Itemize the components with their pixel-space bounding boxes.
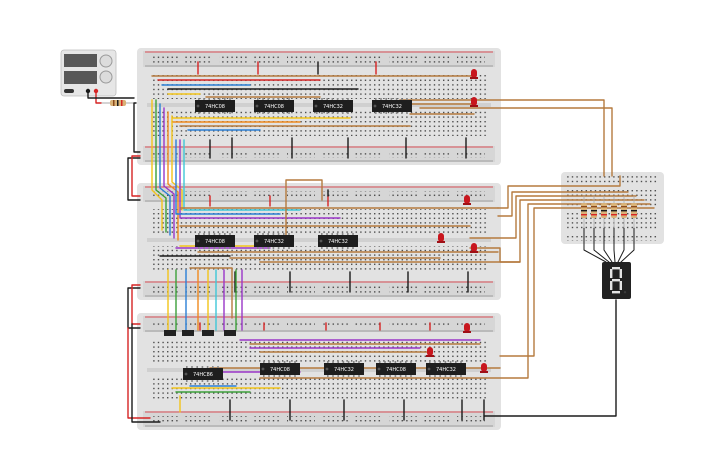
seven-segment-display[interactable] <box>602 262 631 299</box>
dip-switch-group[interactable] <box>164 330 236 336</box>
chip-label: 74HC32 <box>382 104 402 110</box>
current-display <box>64 71 97 84</box>
wire-bundle[interactable] <box>159 103 171 236</box>
wire-to-display[interactable] <box>497 191 629 217</box>
terminal-strip <box>151 111 487 136</box>
ic-chip-bottom[interactable]: 74HC32 <box>324 361 364 377</box>
wire-to-display[interactable] <box>485 203 651 379</box>
segment-g <box>612 279 620 282</box>
wire-bundle[interactable] <box>175 139 281 215</box>
switch[interactable] <box>182 330 194 336</box>
wire-bundle[interactable] <box>155 99 167 233</box>
wire-to-segment[interactable] <box>603 227 613 263</box>
chip-label: 74HC08 <box>205 104 225 110</box>
led[interactable] <box>480 363 488 373</box>
voltage-knob-icon[interactable] <box>99 54 113 68</box>
segment-f <box>610 269 613 278</box>
wire-to-segment[interactable] <box>620 227 635 263</box>
wire-rail-link[interactable] <box>127 157 141 201</box>
wire-rail-link[interactable] <box>127 327 151 419</box>
wire-rail-link[interactable] <box>127 287 141 329</box>
led[interactable] <box>437 233 445 243</box>
wire-to-segment[interactable] <box>593 227 610 263</box>
wire-bundle[interactable] <box>163 107 175 239</box>
wire-bundle[interactable] <box>151 99 163 231</box>
wire-psu-to-rail[interactable] <box>133 102 141 153</box>
wire-middle[interactable] <box>285 179 323 247</box>
wire-to-display[interactable] <box>419 107 613 177</box>
ic-chip-top[interactable]: 74HC32 <box>313 98 353 114</box>
ic-chip-top[interactable]: 74HC08 <box>254 98 294 114</box>
psu-resistor[interactable] <box>101 100 136 106</box>
chip-label: 74HC08 <box>264 104 284 110</box>
ic-chip-middle[interactable]: 74HC32 <box>254 233 294 249</box>
led[interactable] <box>470 69 478 79</box>
segment-e <box>610 281 613 290</box>
resistor[interactable] <box>581 196 587 228</box>
ic-chip-middle[interactable]: 74HC32 <box>318 233 358 249</box>
chip-label: 74HC32 <box>264 239 284 245</box>
wire-to-display[interactable] <box>399 99 605 177</box>
resistor[interactable] <box>621 196 627 228</box>
current-knob-icon[interactable] <box>99 70 113 84</box>
chip-label: 74HC08 <box>270 367 290 373</box>
wire-bundle[interactable] <box>183 139 301 211</box>
resistor[interactable] <box>611 196 617 228</box>
center-channel <box>147 368 491 372</box>
chip-label: 74HC32 <box>334 367 354 373</box>
wire-to-switch[interactable] <box>189 267 233 319</box>
resistor[interactable] <box>601 196 607 228</box>
decimal-point <box>623 291 627 294</box>
wire-bundle[interactable] <box>171 115 183 211</box>
chip-label: 74HC32 <box>328 239 348 245</box>
wire-power-negative[interactable] <box>87 90 135 99</box>
wire-to-display[interactable] <box>497 175 621 209</box>
wire-to-display[interactable] <box>469 247 521 263</box>
switch[interactable] <box>202 330 214 336</box>
voltage-display <box>64 54 97 67</box>
chip-label: 74HC32 <box>323 104 343 110</box>
power-switch[interactable] <box>64 89 74 93</box>
led[interactable] <box>426 347 434 357</box>
breadboard-top[interactable] <box>137 48 501 165</box>
wire-rail-link[interactable] <box>131 323 161 423</box>
power-supply[interactable] <box>60 49 117 97</box>
segment-c <box>619 281 622 290</box>
resistor[interactable] <box>591 196 597 228</box>
led[interactable] <box>470 97 478 107</box>
wire-to-segment[interactable] <box>617 227 625 263</box>
seven-segment-display-icon <box>610 267 627 294</box>
wire-rail-link[interactable] <box>131 284 141 325</box>
wire-to-segment[interactable] <box>583 227 607 263</box>
chip-label: 74HC08 <box>386 367 406 373</box>
segment-a <box>612 267 620 270</box>
wire-to-segment[interactable] <box>613 227 616 263</box>
led[interactable] <box>463 323 471 333</box>
led[interactable] <box>470 243 478 253</box>
ic-chip-top[interactable]: 74HC08 <box>195 98 235 114</box>
segment-b <box>619 269 622 278</box>
chip-label: 74HC32 <box>436 367 456 373</box>
terminal-strip <box>151 209 487 234</box>
ic-chip-bottom[interactable]: 74HC86 <box>183 366 223 382</box>
wire-rail-link[interactable] <box>131 155 141 197</box>
resistor[interactable] <box>631 196 637 228</box>
switch[interactable] <box>224 330 236 336</box>
ic-chip-middle[interactable]: 74HC08 <box>195 233 235 249</box>
terminal-strip <box>151 74 487 99</box>
ic-chip-bottom[interactable]: 74HC08 <box>260 361 300 377</box>
wire-bundle[interactable] <box>167 111 179 241</box>
ic-chip-bottom[interactable]: 74HC08 <box>376 361 416 377</box>
led[interactable] <box>463 195 471 205</box>
segment-d <box>612 291 620 294</box>
wire-bottom[interactable] <box>483 299 617 417</box>
chip-label: 74HC08 <box>205 239 225 245</box>
ic-chip-bottom[interactable]: 74HC32 <box>426 361 466 377</box>
switch[interactable] <box>164 330 176 336</box>
wire-power-positive[interactable] <box>95 90 102 104</box>
chip-label: 74HC86 <box>193 372 213 378</box>
wire-to-display[interactable] <box>469 195 637 239</box>
ic-chip-top[interactable]: 74HC32 <box>372 98 412 114</box>
